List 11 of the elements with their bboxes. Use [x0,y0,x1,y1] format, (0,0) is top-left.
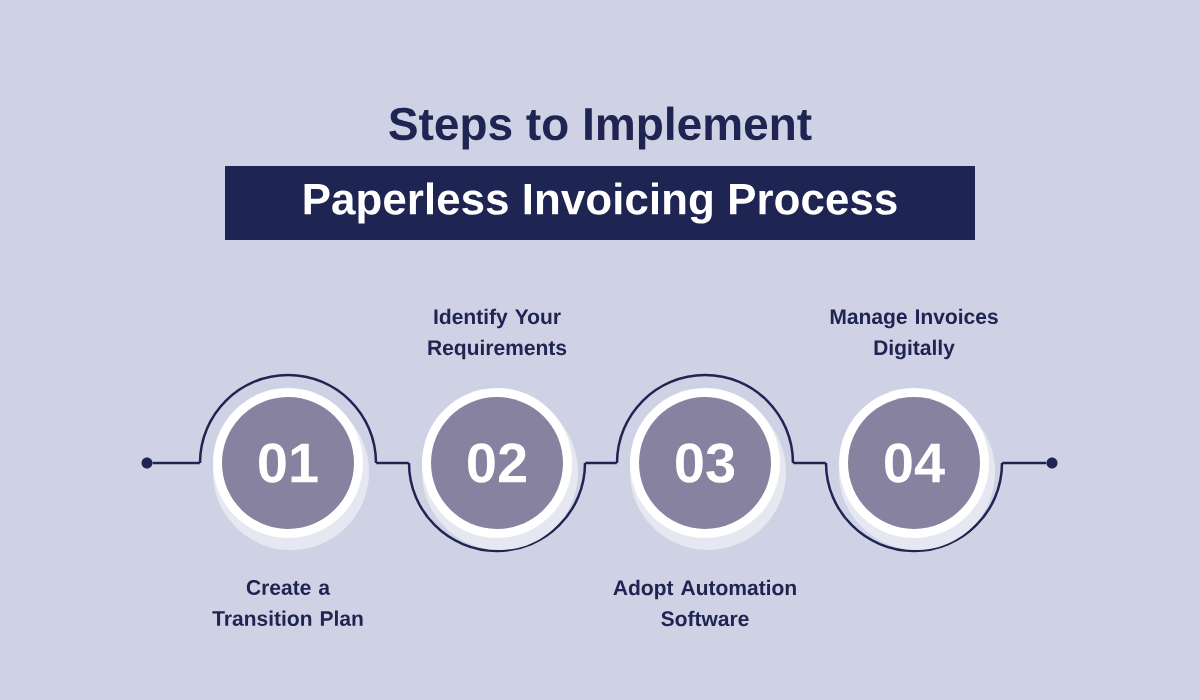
connector-line [152,461,200,465]
connector-line [376,461,409,465]
step-label: Create a Transition Plan [212,580,363,626]
connector-line [793,461,826,465]
connector-line [585,461,617,465]
step-label: Manage Invoices Digitally [830,308,998,360]
title-band: Paperless Invoicing Process [225,166,975,240]
step-label: Identify Your Requirements [428,308,567,360]
title: Steps to Implement [389,106,812,150]
connector-line [1002,461,1047,465]
step-label: Adopt Automation Software [613,579,796,627]
